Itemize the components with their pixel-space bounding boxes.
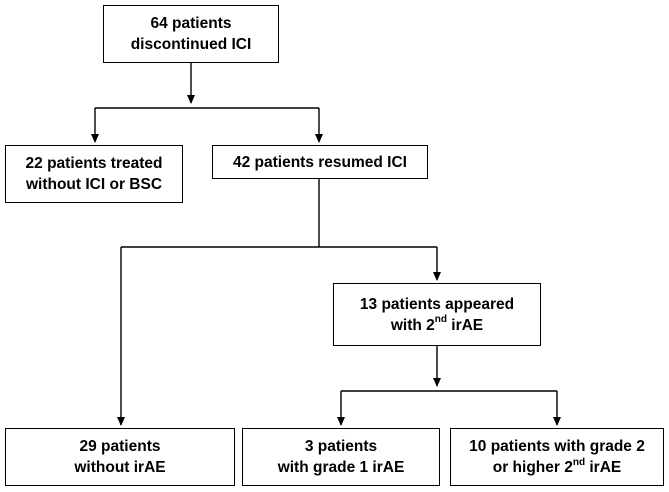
node-grade2-irae-line2-sup: nd (572, 456, 586, 468)
node-without-irae: 29 patients without irAE (5, 428, 235, 486)
node-treated-without-ici-line1: 22 patients treated (25, 155, 163, 172)
node-without-irae-line2: without irAE (74, 459, 166, 476)
node-resumed-ici-line1: 42 patients resumed ICI (232, 153, 407, 171)
node-grade2-irae: 10 patients with grade 2 or higher 2nd i… (450, 428, 664, 486)
node-grade2-irae-line2-pre: or higher 2 (492, 459, 573, 476)
node-discontinued-ici: 64 patients discontinued ICI (103, 5, 279, 63)
node-second-irae-line2-sup: nd (434, 314, 447, 326)
node-grade1-irae: 3 patients with grade 1 irAE (242, 428, 440, 486)
node-grade2-irae-line2-post: irAE (585, 459, 622, 476)
node-without-irae-line1: 29 patients (79, 438, 161, 455)
node-treated-without-ici-line2: without ICI or BSC (25, 176, 163, 193)
node-treated-without-ici: 22 patients treated without ICI or BSC (5, 145, 183, 203)
node-discontinued-ici-line1: 64 patients (150, 15, 232, 32)
node-second-irae-line2: with 2nd irAE (391, 315, 483, 336)
node-grade1-irae-line2: with grade 1 irAE (277, 459, 405, 476)
node-second-irae: 13 patients appeared with 2nd irAE (333, 283, 541, 346)
node-second-irae-line2-pre: with 2 (390, 316, 435, 334)
node-discontinued-ici-line2: discontinued ICI (130, 36, 252, 53)
node-grade2-irae-line1: 10 patients with grade 2 (469, 438, 645, 455)
node-second-irae-line1: 13 patients appeared (359, 295, 515, 313)
node-grade1-irae-line1: 3 patients (304, 438, 378, 455)
node-resumed-ici: 42 patients resumed ICI (212, 145, 428, 179)
node-grade2-irae-line2: or higher 2nd irAE (493, 457, 622, 478)
node-second-irae-line2-post: irAE (446, 316, 484, 334)
